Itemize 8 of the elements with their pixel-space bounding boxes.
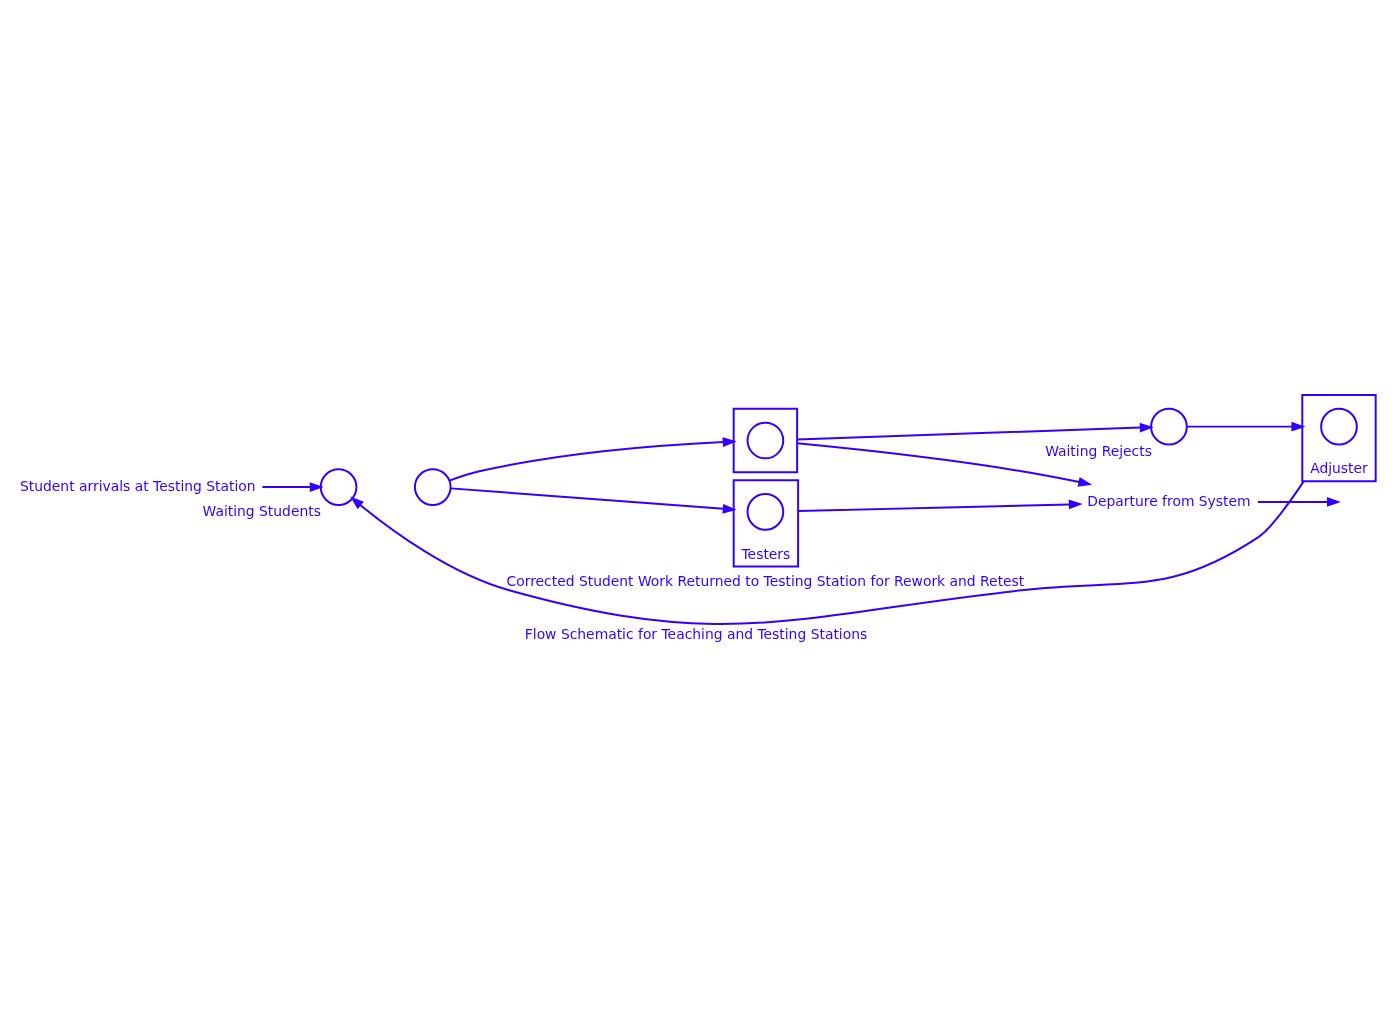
node-label: Waiting Rejects <box>1045 442 1152 459</box>
caption: Flow Schematic for Teaching and Testing Stations <box>524 626 868 643</box>
node-text: Student arrivals at Testing Station <box>19 477 256 494</box>
node-text: Departure from System <box>1087 492 1251 509</box>
edge-label: Corrected Student Work Returned to Testing Station for Rework and Retest <box>506 573 1025 590</box>
node-label: Adjuster <box>1310 460 1368 477</box>
node-label: Testers <box>741 545 791 562</box>
node-label: Waiting Students <box>202 503 321 520</box>
